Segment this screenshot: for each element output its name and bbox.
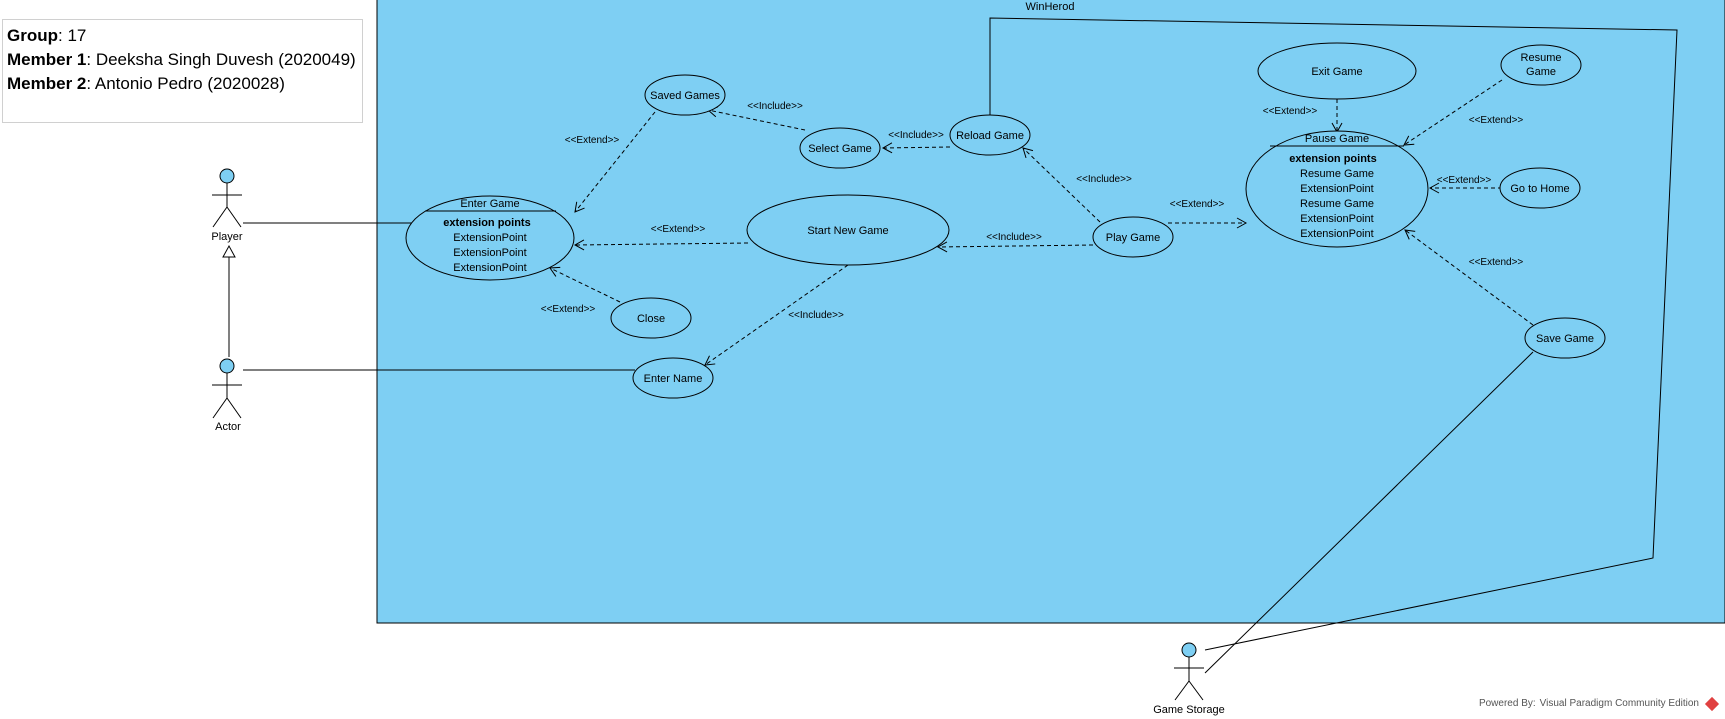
actor-actor-label: Actor	[215, 421, 241, 433]
usecase-enter-game[interactable]	[405, 195, 575, 281]
rel-resumegame-pausegame	[1403, 79, 1503, 146]
winherod-label: WinHerod	[1026, 1, 1075, 13]
actor-player-label: Player	[211, 231, 243, 243]
enter-game-title: Enter Game	[460, 198, 519, 210]
assoc-storage-savegame	[1204, 351, 1534, 674]
usecase-play-game[interactable]	[1092, 216, 1174, 258]
storage-head-icon	[1181, 642, 1197, 658]
relationship-lines	[549, 79, 1534, 366]
usecase-save-game[interactable]	[1524, 317, 1606, 359]
group-line: Group: 17	[7, 26, 87, 45]
usecase-select-game-label: Select Game	[808, 143, 872, 155]
pause-game-title: Pause Game	[1305, 133, 1369, 145]
label-extend-close: <<Extend>>	[541, 304, 596, 315]
label-include-selectgame: <<Include>>	[747, 101, 803, 112]
rel-savegame-pausegame	[1404, 229, 1534, 326]
usecase-close-label: Close	[637, 313, 665, 325]
pause-game-point: Resume Game	[1300, 168, 1374, 180]
usecase-save-game-label: Save Game	[1536, 333, 1594, 345]
usecase-resume-game-label-2: Game	[1526, 66, 1556, 78]
rel-startnew-entername	[704, 264, 849, 366]
rel-playgame-startnew	[936, 241, 1094, 253]
group-info-box: Group: 17 Member 1: Deeksha Singh Duvesh…	[2, 19, 363, 123]
actor-game-storage-label: Game Storage	[1153, 704, 1225, 716]
system-boundary	[376, 0, 1725, 624]
label-extend-gotohome: <<Extend>>	[1437, 175, 1492, 186]
rel-startnew-entergame	[573, 239, 749, 251]
usecase-select-game[interactable]	[799, 127, 881, 169]
footer-credit: Powered By: Visual Paradigm Community Ed…	[1478, 696, 1720, 711]
usecase-pause-game[interactable]	[1245, 130, 1429, 248]
relationship-labels: <<Extend>> <<Include>> <<Include>> <<Ext…	[541, 101, 1524, 321]
usecase-resume-game-label-1: Resume	[1521, 52, 1562, 64]
pause-game-ext-header: extension points	[1289, 153, 1376, 165]
pause-game-point: Resume Game	[1300, 198, 1374, 210]
winherod-outline	[989, 17, 1678, 651]
label-extend-savedgames: <<Extend>>	[565, 135, 620, 146]
usecase-start-new-game[interactable]	[746, 194, 950, 266]
visual-paradigm-logo-icon	[1704, 696, 1720, 711]
label-extend-startnew: <<Extend>>	[651, 224, 706, 235]
rel-close-entergame	[549, 266, 621, 303]
pause-game-point: ExtensionPoint	[1300, 213, 1373, 225]
usecase-start-new-game-label: Start New Game	[807, 225, 888, 237]
rel-savedgames-entergame	[574, 111, 656, 213]
member1-line: Member 1: Deeksha Singh Duvesh (2020049)	[7, 50, 356, 69]
label-include-reloadgame: <<Include>>	[888, 130, 944, 141]
enter-game-point: ExtensionPoint	[453, 247, 526, 259]
label-extend-resumegame: <<Extend>>	[1469, 115, 1524, 126]
enter-game-point: ExtensionPoint	[453, 262, 526, 274]
member2-line: Member 2: Antonio Pedro (2020028)	[7, 74, 285, 93]
rel-playgame-reloadgame	[1022, 147, 1101, 223]
rel-selectgame-savedgames	[706, 106, 806, 131]
pause-game-point: ExtensionPoint	[1300, 228, 1373, 240]
usecase-exit-game[interactable]	[1257, 42, 1417, 100]
pause-game-point: ExtensionPoint	[1300, 183, 1373, 195]
usecase-go-to-home[interactable]	[1499, 167, 1581, 209]
usecase-saved-games[interactable]	[644, 74, 726, 116]
usecase-enter-name-label: Enter Name	[644, 373, 703, 385]
label-include-entername: <<Include>>	[788, 310, 844, 321]
usecase-enter-name[interactable]	[632, 357, 714, 399]
actor-head-icon	[219, 358, 235, 374]
label-extend-exitgame: <<Extend>>	[1263, 106, 1318, 117]
enter-game-point: ExtensionPoint	[453, 232, 526, 244]
usecase-reload-game[interactable]	[949, 114, 1031, 156]
actor-player[interactable]	[212, 168, 242, 228]
player-head-icon	[219, 168, 235, 184]
usecase-close[interactable]	[610, 297, 692, 339]
label-include-reload-play: <<Include>>	[1076, 174, 1132, 185]
usecase-play-game-label: Play Game	[1106, 232, 1160, 244]
usecase-saved-games-label: Saved Games	[650, 90, 720, 102]
usecase-resume-game[interactable]	[1500, 44, 1582, 86]
label-extend-pause: <<Extend>>	[1170, 199, 1225, 210]
footer-powered: Powered By:	[1478, 698, 1536, 709]
usecase-exit-game-label: Exit Game	[1311, 66, 1362, 78]
usecase-reload-game-label: Reload Game	[956, 130, 1024, 142]
actor-actor[interactable]	[212, 358, 242, 419]
enter-game-ext-header: extension points	[443, 217, 530, 229]
label-include-playgame: <<Include>>	[986, 232, 1042, 243]
label-extend-savegame: <<Extend>>	[1469, 257, 1524, 268]
footer-product: Visual Paradigm Community Edition	[1539, 698, 1699, 709]
actor-game-storage[interactable]	[1174, 642, 1204, 701]
usecase-go-to-home-label: Go to Home	[1510, 183, 1569, 195]
